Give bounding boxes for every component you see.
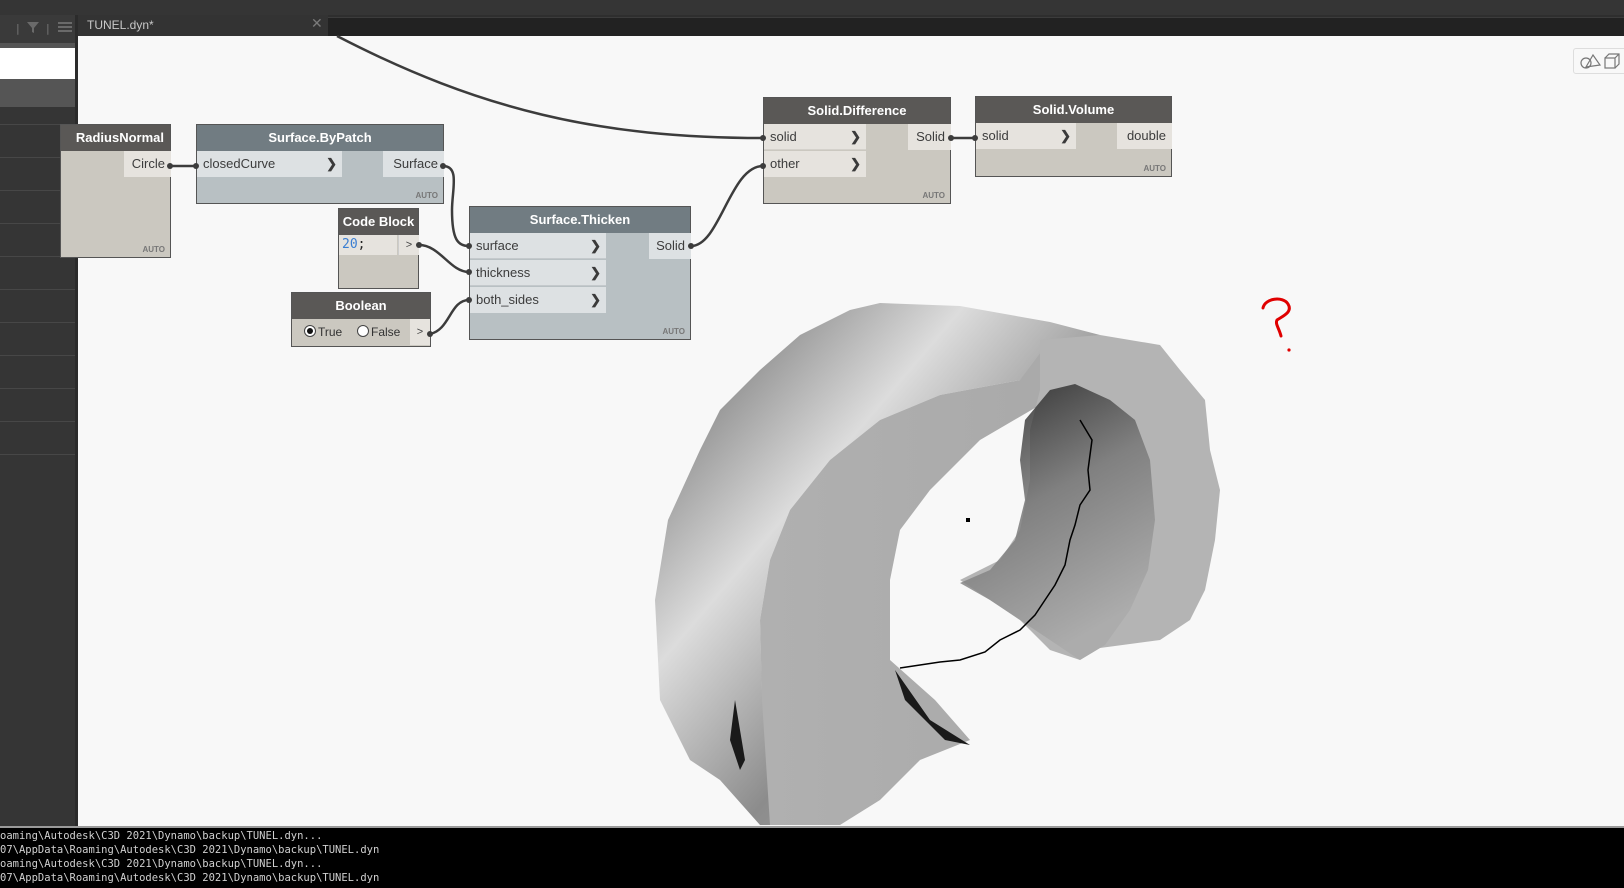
chevron-right-icon: ❯ [850,156,861,171]
input-port-solid[interactable]: solid ❯ [764,124,866,150]
console-line: 07\AppData\Roaming\Autodesk\C3D 2021\Dyn… [0,844,380,856]
library-search-input[interactable] [0,48,75,79]
input-port-surface[interactable]: surface ❯ [470,233,606,259]
library-item[interactable] [0,356,75,389]
title-bar [0,0,1624,15]
library-item[interactable] [0,290,75,323]
code-editor[interactable]: 20; [339,235,397,255]
separator: | [16,22,20,35]
radio-true-label: True [318,325,343,339]
close-icon[interactable]: ✕ [311,16,323,32]
output-port-double[interactable]: double [1117,123,1172,149]
radio-false-label: False [371,325,401,339]
node-circle-by-center-radius-normal[interactable]: RadiusNormal Circle AUTO [60,124,171,258]
library-item[interactable] [0,422,75,455]
library-item[interactable] [0,158,75,191]
radio-false[interactable] [357,325,369,337]
node-title: Surface.ByPatch [197,125,443,151]
library-item[interactable] [0,323,75,356]
input-port-both-sides[interactable]: both_sides ❯ [470,287,606,313]
node-surface-thicken[interactable]: Surface.Thicken surface ❯ thickness ❯ bo… [469,206,691,340]
node-title: Solid.Difference [764,98,950,124]
boolean-options: True False > [292,319,430,345]
node-title: Solid.Volume [976,97,1171,123]
lacing-label: AUTO [662,327,685,336]
library-item[interactable] [0,224,75,257]
lacing-label: AUTO [142,245,165,254]
output-port-solid[interactable]: Solid [649,233,691,259]
tab-tunel[interactable]: TUNEL.dyn* ✕ [78,15,328,36]
input-port-other[interactable]: other ❯ [764,151,866,177]
input-port-solid[interactable]: solid ❯ [976,123,1076,149]
lacing-label: AUTO [1143,164,1166,173]
list-view-icon[interactable] [58,22,72,36]
tab-title: TUNEL.dyn* [87,18,154,32]
node-surface-bypatch[interactable]: Surface.ByPatch closedCurve ❯ Surface AU… [196,124,444,204]
library-item[interactable] [0,125,75,158]
chevron-right-icon: ❯ [326,156,337,171]
node-solid-difference[interactable]: Solid.Difference solid ❯ other ❯ Solid A… [763,97,951,204]
separator: | [46,22,50,35]
console-line: 07\AppData\Roaming\Autodesk\C3D 2021\Dyn… [0,872,380,884]
tab-bar-empty [328,17,1624,36]
geometry-view-icon[interactable] [1580,53,1602,73]
library-toolbar: | | [0,15,75,43]
tab-bar: TUNEL.dyn* ✕ [0,15,1624,36]
node-title: RadiusNormal [61,125,170,151]
filter-icon[interactable] [27,22,39,36]
input-port-thickness[interactable]: thickness ❯ [470,260,606,286]
view-toggle[interactable] [1573,48,1624,74]
output-port-circle[interactable]: Circle [124,151,171,177]
library-item[interactable] [0,92,75,125]
chevron-right-icon: ❯ [850,129,861,144]
console-output[interactable]: oaming\Autodesk\C3D 2021\Dynamo\backup\T… [0,826,1624,888]
library-item[interactable] [0,191,75,224]
node-title: Boolean [292,293,430,319]
chevron-right-icon: ❯ [590,238,601,253]
input-port-closedcurve[interactable]: closedCurve ❯ [197,151,342,177]
3d-cube-icon[interactable] [1604,53,1620,73]
output-port-surface[interactable]: Surface [383,151,444,177]
console-line: oaming\Autodesk\C3D 2021\Dynamo\backup\T… [0,858,323,870]
question-mark-annotation [1255,294,1315,364]
node-code-block[interactable]: Code Block 20; > [338,208,419,289]
node-boolean[interactable]: Boolean True False > [291,292,431,347]
output-port-solid[interactable]: Solid [908,124,951,150]
library-item[interactable] [0,257,75,290]
chevron-right-icon: ❯ [590,265,601,280]
library-item[interactable] [0,389,75,422]
output-port[interactable]: > [398,235,419,255]
chevron-right-icon: ❯ [590,292,601,307]
radio-true[interactable] [304,325,316,337]
chevron-right-icon: ❯ [1060,128,1071,143]
lacing-label: AUTO [415,191,438,200]
output-port[interactable]: > [410,319,430,345]
sidebar-splitter[interactable] [75,15,78,826]
node-solid-volume[interactable]: Solid.Volume solid ❯ double AUTO [975,96,1172,177]
node-title: Surface.Thicken [470,207,690,233]
node-title: Code Block [339,209,418,235]
lacing-label: AUTO [922,191,945,200]
console-line: oaming\Autodesk\C3D 2021\Dynamo\backup\T… [0,830,323,842]
